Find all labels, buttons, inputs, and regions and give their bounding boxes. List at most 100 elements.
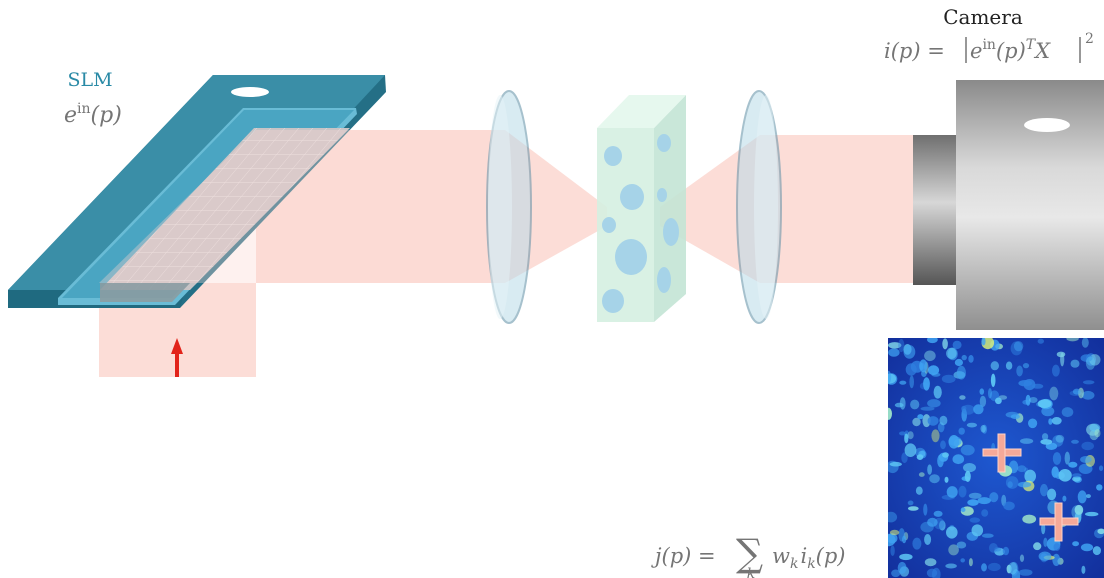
speckle-grain — [1040, 439, 1053, 445]
speckle-grain — [889, 529, 900, 536]
speckle-grain — [1053, 543, 1061, 551]
sample-top — [597, 95, 686, 128]
speckle-grain — [941, 374, 956, 384]
speckle-grain — [1070, 359, 1080, 368]
speckle-grain — [958, 427, 965, 435]
speckle-grain — [912, 537, 922, 550]
speckle-grain — [1096, 484, 1103, 491]
lens-1 — [486, 90, 532, 324]
speckle-grain — [889, 461, 902, 467]
speckle-grain — [888, 348, 900, 357]
incident-arrow — [171, 338, 183, 377]
speckle-grain — [1081, 390, 1095, 400]
speckle-grain — [888, 407, 892, 420]
speckle-grain — [1016, 365, 1023, 377]
speckle-grain — [1077, 490, 1087, 504]
camera-label: Camera — [943, 5, 1023, 29]
speckle-grain — [888, 342, 902, 349]
speckle-grain — [1010, 341, 1023, 356]
speckle-grain — [923, 503, 928, 516]
speckle-grain — [987, 562, 1001, 572]
focus-target-2 — [1039, 502, 1079, 542]
speckle-grain — [1048, 418, 1053, 425]
svg-text:2: 2 — [1085, 31, 1094, 47]
slm-label: SLM — [67, 69, 112, 91]
speckle-grain — [1074, 504, 1084, 515]
speckle-grain — [917, 414, 924, 420]
speckle-grain — [1052, 452, 1062, 465]
scattering-sample — [597, 95, 686, 322]
speckle-grain — [1072, 388, 1081, 395]
speckle-grain — [1024, 469, 1036, 483]
speckle-grain — [888, 533, 898, 544]
speckle-grain — [1085, 356, 1096, 370]
speckle-grain — [1040, 483, 1048, 497]
speckle-grain — [948, 544, 959, 556]
speckle-grain — [914, 447, 926, 457]
speckle-grain — [1018, 569, 1033, 576]
speckle-grain — [1025, 394, 1031, 406]
speckle-grain — [956, 365, 967, 380]
speckle-grain — [954, 358, 964, 367]
speckle-grain — [1002, 546, 1010, 556]
speckle-grain — [952, 454, 965, 465]
speckle-grain — [988, 388, 992, 399]
speckle-grain — [1043, 537, 1048, 547]
speckle-grain — [899, 431, 906, 436]
speckle-grain — [981, 533, 994, 538]
speckle-grain — [1052, 553, 1061, 567]
speckle-grain — [973, 404, 984, 415]
speckle-grain — [910, 399, 920, 410]
sample-front — [597, 128, 654, 322]
speckle-grain — [1052, 364, 1060, 377]
speckle-grain — [912, 417, 921, 427]
speckle-grain — [905, 363, 917, 376]
speckle-grain — [960, 507, 966, 512]
speckle-grain — [907, 500, 914, 506]
speckle-grain — [964, 470, 971, 482]
speckle-grain — [959, 395, 966, 400]
speckle-grain — [898, 338, 905, 353]
speckle-grain — [1018, 380, 1032, 387]
speckle-grain — [946, 486, 958, 498]
speckle-grain — [1094, 429, 1101, 438]
speckle-grain — [961, 354, 967, 361]
speckle-grain — [944, 476, 949, 483]
scatterers — [602, 134, 679, 313]
svg-text:j(p) =: j(p) = — [651, 544, 716, 568]
svg-text:ein(p)TX: ein(p)TX — [970, 37, 1051, 63]
speckle-grain — [948, 436, 962, 447]
speckle-grain — [989, 492, 999, 503]
speckle-grain — [1086, 494, 1091, 499]
speckle-grain — [1037, 399, 1052, 409]
speckle-grain — [995, 397, 1002, 405]
speckle-grain — [915, 486, 923, 495]
camera-lens-mount — [913, 135, 958, 285]
speckle-grain — [1020, 438, 1034, 444]
speckle-grain — [922, 414, 931, 428]
speckle-grain — [990, 361, 999, 371]
speckle-grain — [945, 563, 957, 569]
speckle-grain — [1066, 338, 1079, 342]
speckle-grain — [1072, 476, 1081, 482]
speckle-grain — [1003, 501, 1015, 511]
speckle-grain — [968, 492, 982, 499]
speckle-grain — [916, 454, 924, 460]
speckle-grain — [1028, 418, 1038, 429]
speckle-grain — [980, 425, 986, 433]
speckle-grain — [1047, 488, 1057, 501]
speckle-grain — [1049, 386, 1059, 401]
svg-text:i(p) =: i(p) = — [884, 39, 945, 63]
svg-text:k: k — [747, 566, 755, 578]
speckle-grain — [1089, 429, 1099, 441]
speckle-grain — [966, 422, 978, 428]
speckle-grain — [1064, 451, 1071, 465]
speckle-grain — [1005, 411, 1019, 418]
speckle-grain — [923, 377, 930, 391]
speckle-grain — [927, 517, 938, 527]
speckle-grain — [946, 526, 958, 539]
lens-1-shine — [488, 95, 512, 319]
camera — [913, 80, 1104, 330]
speckle-grain — [920, 406, 935, 411]
